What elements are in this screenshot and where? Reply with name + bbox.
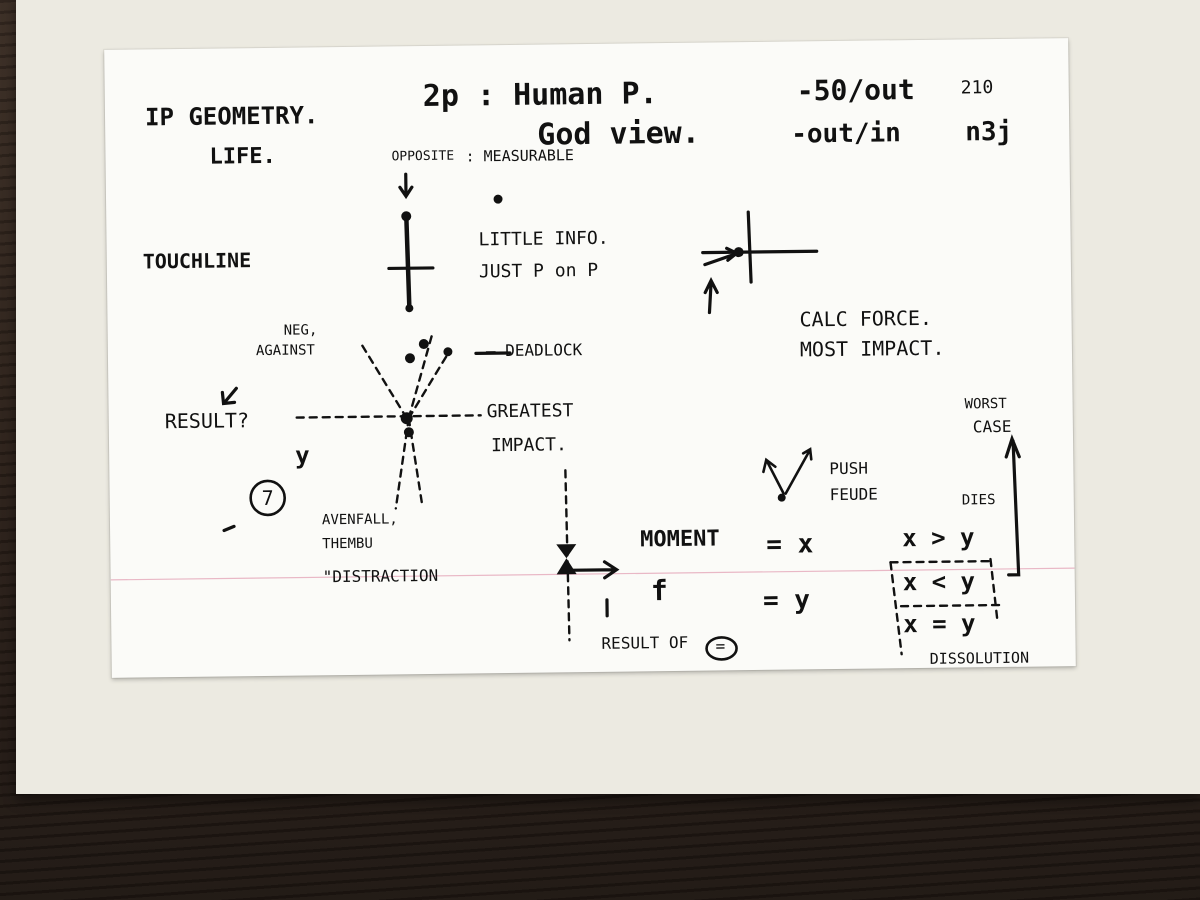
moment-arrow (564, 560, 620, 580)
deadlock-dot-c (443, 347, 453, 357)
dot-top (493, 194, 503, 204)
worst-case-arrow (1004, 434, 1021, 577)
x-greater-than-y: x > y (902, 523, 975, 553)
push-arrow-b (784, 447, 813, 495)
dies-label: DIES (961, 492, 996, 509)
neg-against-line-2: AGAINST (255, 342, 315, 360)
impact-dot-low (403, 427, 414, 438)
header-line-1-far: 210 (960, 77, 994, 99)
force-center-dot (733, 247, 744, 258)
push-line-1: PUSH (829, 458, 869, 479)
tumble-line-3: "DISTRACTION (322, 565, 439, 587)
x-less-than-y: x < y (902, 567, 976, 597)
header-line-1-right: -50/out (796, 73, 915, 108)
greatest-impact-line-1: GREATEST (486, 400, 574, 423)
neg-against-line-1: NEG, (283, 322, 318, 339)
dissolution-label: DISSOLUTION (929, 648, 1030, 668)
worst-case-line-2: CASE (972, 416, 1012, 437)
f-label: f (650, 574, 668, 608)
moment-equals-x: = x (766, 529, 814, 560)
title-subtext: LIFE. (209, 143, 276, 170)
player-bottom-dot (405, 304, 414, 313)
y-axis-mark: y (294, 441, 310, 470)
greatest-impact-line-2: IMPACT. (490, 434, 568, 457)
result-question: RESULT? (164, 408, 250, 434)
force-cross-horizontal (701, 249, 819, 255)
f-equals-y: = y (762, 585, 811, 616)
measurable-label: : MEASURABLE (465, 146, 575, 166)
opposite-arrow (398, 172, 414, 200)
dashed-bracket-side (889, 561, 903, 656)
worst-case-line-1: WORST (964, 395, 1007, 413)
force-cross-vertical (746, 210, 753, 284)
push-line-2: FEUDE (829, 484, 878, 505)
force-up-arrow (703, 276, 719, 315)
force-arrow (703, 246, 740, 267)
push-dot (777, 493, 786, 502)
header-line-2-right: -out/in (791, 118, 902, 150)
result-of-symbol: = (715, 636, 726, 656)
player-top-dot (401, 211, 412, 222)
dashed-right-diagonal (407, 352, 450, 420)
index-card: IP GEOMETRY. LIFE. 2p : Human P. -50/out… (104, 38, 1076, 678)
moment-hourglass (556, 544, 577, 575)
header-line-2-far: n3j (965, 116, 1013, 148)
dashed-bracket-top (889, 559, 992, 564)
dashed-left-diagonal (360, 343, 408, 420)
tumble-line-2: THEMBU (322, 535, 373, 553)
dashed-upper-right (407, 334, 433, 420)
tumble-line-1: AVENFALL, (321, 511, 398, 529)
small-tick (222, 524, 236, 533)
circle-7-number: 7 (261, 485, 274, 511)
push-arrow-a (762, 457, 785, 495)
little-info-text: LITTLE INFO. (478, 227, 609, 251)
x-equals-y: x = y (903, 609, 976, 639)
touchline-label: TOUCHLINE (142, 248, 252, 274)
dashed-bracket-right (989, 557, 999, 621)
title-text: IP GEOMETRY. (144, 101, 319, 132)
result-of-circle (705, 636, 738, 661)
dashed-horizontal (295, 414, 482, 419)
result-arrow (220, 386, 238, 406)
result-of-label: RESULT OF (601, 632, 689, 653)
ruled-line (110, 567, 1075, 581)
circle-7 (249, 479, 286, 517)
player-cross-line (387, 266, 435, 271)
moment-label: MOMENT (640, 526, 720, 553)
calc-force-text: CALC FORCE. (799, 305, 933, 332)
impact-dot (400, 412, 413, 425)
most-impact-text: MOST IMPACT. (799, 335, 945, 362)
just-p-on-p-text: JUST P on P (478, 259, 599, 283)
deadlock-dot-a (404, 353, 415, 364)
deadlock-label: — DEADLOCK (485, 340, 583, 361)
dashed-bracket-mid (899, 603, 1003, 608)
sketch-drawings (110, 172, 1075, 661)
deadlock-dot-b (418, 339, 429, 350)
opposite-label: OPPOSITE (391, 148, 455, 165)
player-vertical-line (403, 211, 412, 311)
header-line-1: 2p : Human P. (422, 76, 658, 115)
